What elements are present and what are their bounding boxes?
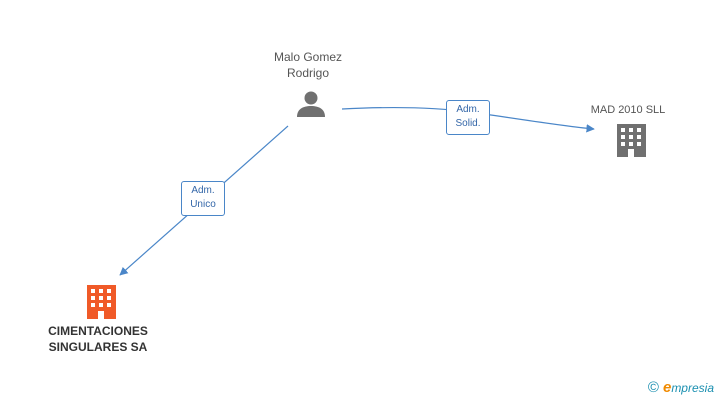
building-main-icon [87,285,116,319]
company-main-line1: CIMENTACIONES [48,324,148,338]
relation-badge-line1: Adm. [456,104,480,115]
copyright-icon: © [647,379,659,396]
person-name-line2: Rodrigo [286,66,330,80]
brand-rest: mpresia [671,381,714,395]
brand-logo: empresia [663,379,714,396]
relation-badge-adm-unico[interactable]: Adm. Unico [181,181,225,216]
company-main-line2: SINGULARES SA [48,340,148,354]
company-mad2010-name[interactable]: MAD 2010 SLL [578,102,678,118]
relation-badge-line2: Solid. [455,118,481,129]
person-name-line1: Malo Gomez [273,50,343,64]
company-mad2010-label: MAD 2010 SLL [590,104,666,116]
person-icon [297,91,325,117]
person-name[interactable]: Malo Gomez Rodrigo [258,49,358,81]
relation-badge-adm-solid[interactable]: Adm. Solid. [446,100,490,135]
company-cimentaciones-name[interactable]: CIMENTACIONES SINGULARES SA [38,323,158,355]
relation-badge-line2: Unico [190,199,216,210]
brand-initial: e [662,379,672,396]
relation-badge-line1: Adm. [191,185,215,196]
building-icon [617,124,646,157]
brand-footer[interactable]: © empresia [648,379,714,396]
